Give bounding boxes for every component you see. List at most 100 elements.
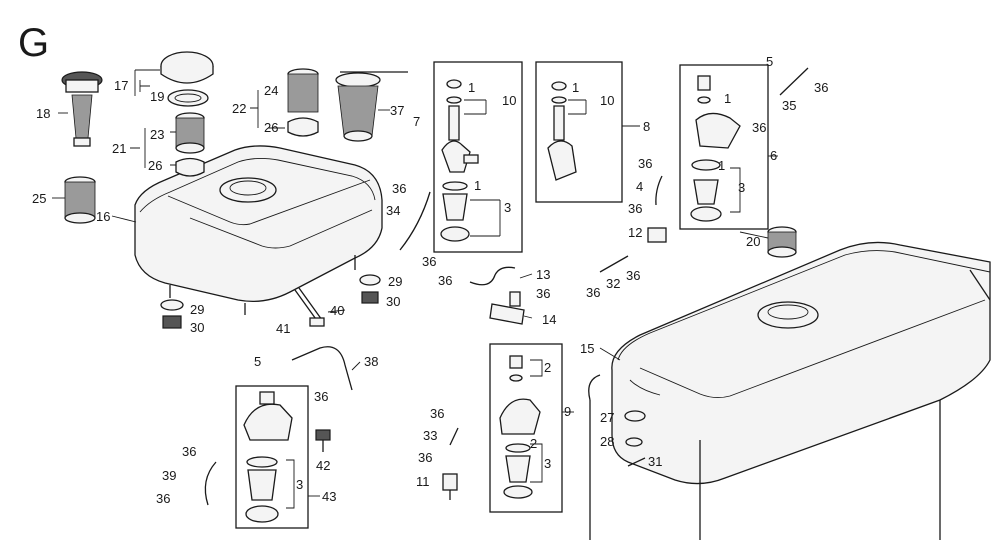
callout-21: 21	[112, 141, 126, 156]
fuel-tank-small	[134, 145, 383, 315]
callout-41: 41	[276, 321, 290, 336]
section-letter: G	[18, 21, 49, 65]
fittings-27-28-31	[624, 410, 646, 467]
hose-38	[291, 346, 353, 391]
callout-36: 36	[586, 285, 600, 300]
callout-10: 10	[600, 93, 614, 108]
callout-36: 36	[392, 181, 406, 196]
callout-36: 36	[638, 156, 652, 171]
fuel-strainer-loose	[64, 176, 96, 224]
callout-36: 36	[156, 491, 170, 506]
callout-25: 25	[32, 191, 46, 206]
callout-22: 22	[232, 101, 246, 116]
fuel-cap-strainer	[61, 71, 103, 147]
callout-36: 36	[626, 268, 640, 283]
callout-23: 23	[150, 127, 164, 142]
callout-29: 29	[388, 274, 402, 289]
callout-16: 16	[96, 209, 110, 224]
hose-33	[449, 427, 459, 446]
callout-43: 43	[322, 489, 336, 504]
callout-9: 9	[564, 404, 571, 419]
callout-3: 3	[296, 477, 303, 492]
callout-10: 10	[502, 93, 516, 108]
callout-40: 40	[330, 303, 344, 318]
callout-1: 1	[572, 80, 579, 95]
callout-15: 15	[580, 341, 594, 356]
callout-39: 39	[162, 468, 176, 483]
callout-36: 36	[314, 389, 328, 404]
strainer-20	[767, 226, 797, 258]
fuel-cock-6	[679, 64, 769, 230]
callout-36: 36	[430, 406, 444, 421]
fuel-strainer	[175, 112, 205, 177]
strainer-37	[335, 71, 408, 142]
callout-13: 13	[536, 267, 550, 282]
callout-30: 30	[386, 294, 400, 309]
callout-34: 34	[386, 203, 400, 218]
callout-36: 36	[418, 450, 432, 465]
callout-3: 3	[504, 200, 511, 215]
callout-14: 14	[542, 312, 556, 327]
fuel-cock-8	[535, 61, 623, 203]
fuel-cock-43	[235, 385, 309, 529]
callout-36: 36	[752, 120, 766, 135]
callout-42: 42	[316, 458, 330, 473]
leader-lines	[52, 69, 778, 509]
callout-36: 36	[628, 201, 642, 216]
filter-11	[442, 473, 458, 500]
callout-33: 33	[423, 428, 437, 443]
callout-7: 7	[413, 114, 420, 129]
callout-3: 3	[738, 180, 745, 195]
fuel-tank-large	[588, 241, 991, 540]
callout-1: 1	[724, 91, 731, 106]
fuel-cock-9	[489, 343, 563, 513]
callout-6: 6	[770, 148, 777, 163]
fuel-cock-7	[433, 61, 523, 253]
callout-12: 12	[628, 225, 642, 240]
hose-35	[779, 67, 809, 96]
callout-30: 30	[190, 320, 204, 335]
callout-24: 24	[264, 83, 278, 98]
callout-1: 1	[474, 178, 481, 193]
callout-19: 19	[150, 89, 164, 104]
callout-38: 38	[364, 354, 378, 369]
callout-18: 18	[36, 106, 50, 121]
callout-11: 11	[416, 474, 430, 489]
callout-1: 1	[718, 158, 725, 173]
callout-labels: 18 17 19 21 23 26 25 16 22 24 26 37 7 1 …	[32, 54, 828, 506]
callout-28: 28	[600, 434, 614, 449]
callout-36: 36	[814, 80, 828, 95]
callout-36: 36	[438, 273, 452, 288]
callout-1: 1	[468, 80, 475, 95]
callout-5: 5	[766, 54, 773, 69]
callout-8: 8	[643, 119, 650, 134]
callout-36: 36	[536, 286, 550, 301]
callout-4: 4	[636, 179, 643, 194]
strainer-assembly-22	[287, 68, 319, 137]
callout-2: 2	[530, 436, 537, 451]
callout-26: 26	[148, 158, 162, 173]
hose-34	[399, 191, 431, 251]
callout-36: 36	[182, 444, 196, 459]
joint-12	[599, 227, 667, 273]
callout-20: 20	[746, 234, 760, 249]
hose-4	[655, 175, 663, 206]
callout-32: 32	[606, 276, 620, 291]
callout-36: 36	[422, 254, 436, 269]
fuel-cap	[160, 51, 214, 107]
bolt-42	[315, 429, 331, 452]
callout-37: 37	[390, 103, 404, 118]
callout-17: 17	[114, 78, 128, 93]
callout-5: 5	[254, 354, 261, 369]
hose-39	[204, 461, 217, 506]
hose-13	[469, 266, 525, 325]
callout-27: 27	[600, 410, 614, 425]
callout-31: 31	[648, 454, 662, 469]
nuts-washers	[160, 274, 381, 329]
callout-2: 2	[544, 360, 551, 375]
callout-26: 26	[264, 120, 278, 135]
callout-3: 3	[544, 456, 551, 471]
callout-35: 35	[782, 98, 796, 113]
